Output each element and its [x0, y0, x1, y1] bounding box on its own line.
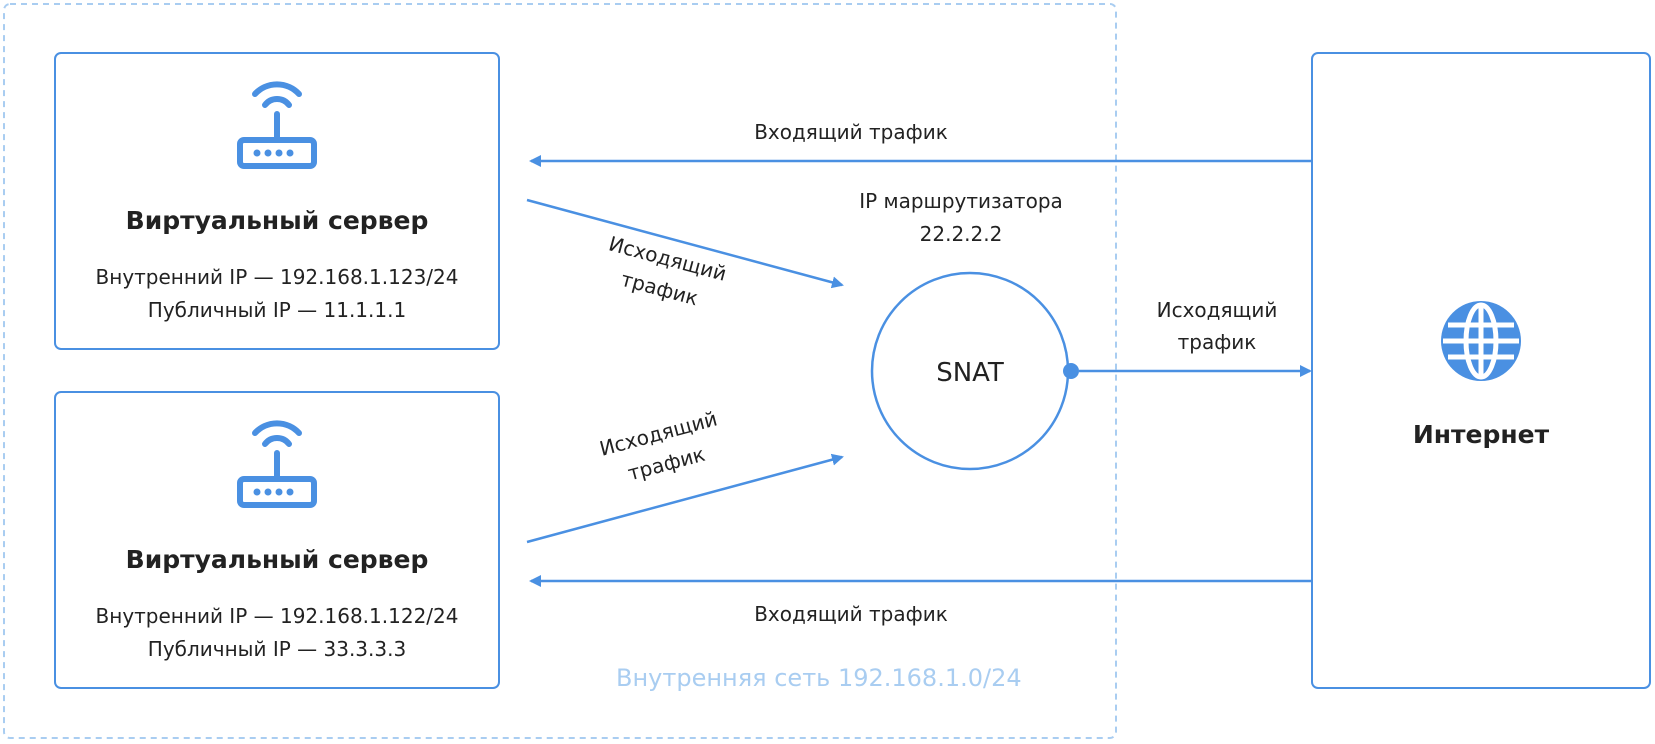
virtual-server-1: Виртуальный сервер Внутренний IP — 192.1… — [54, 52, 500, 350]
outgoing-arrow-bottom — [526, 453, 844, 544]
globe-icon — [1441, 301, 1521, 381]
server-1-public-ip: Публичный IP — 11.1.1.1 — [148, 298, 406, 322]
snat-label: SNAT — [936, 358, 1004, 388]
server-2-title: Виртуальный сервер — [126, 545, 429, 574]
outgoing-arrow-top — [526, 198, 844, 289]
server-2-internal-ip: Внутренний IP — 192.168.1.122/24 — [96, 604, 459, 628]
snat-router: SNAT — [870, 271, 1079, 471]
virtual-server-2: Виртуальный сервер Внутренний IP — 192.1… — [54, 391, 500, 689]
internal-network-label: Внутренняя сеть 192.168.1.0/24 — [616, 664, 1022, 692]
snat-output-dot — [1063, 363, 1079, 379]
internal-network-region — [3, 3, 1117, 739]
server-2-public-ip: Публичный IP — 33.3.3.3 — [148, 637, 406, 661]
internet-title: Интернет — [1413, 420, 1550, 449]
router-ip-label-line1: IP маршрутизатора — [859, 189, 1063, 213]
router-ip-label-line2: 22.2.2.2 — [920, 222, 1003, 246]
incoming-label-top: Входящий трафик — [754, 120, 948, 144]
server-1-title: Виртуальный сервер — [126, 206, 429, 235]
incoming-label-bottom: Входящий трафик — [754, 602, 948, 626]
outgoing-label-internet-line1: Исходящий — [1157, 298, 1278, 322]
router-icon — [237, 420, 317, 508]
internet-box: Интернет — [1311, 52, 1651, 689]
outgoing-label-internet-line2: трафик — [1178, 330, 1257, 354]
server-1-internal-ip: Внутренний IP — 192.168.1.123/24 — [96, 265, 459, 289]
router-icon — [237, 81, 317, 169]
